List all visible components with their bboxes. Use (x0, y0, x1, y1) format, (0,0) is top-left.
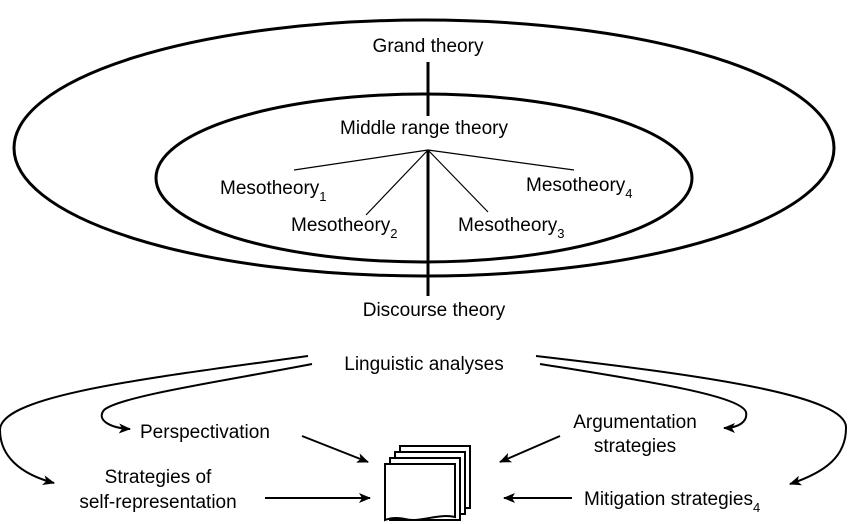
mitigation-strategies-label: Mitigation strategies4 (584, 489, 760, 515)
middle-range-ellipse (154, 92, 694, 264)
argumentation-strategies-label-line1: Argumentation (573, 412, 697, 433)
mesotheory-2-label: Mesotheory2 (291, 215, 398, 241)
self-representation-label-line2: self-representation (79, 492, 236, 513)
mesotheory-4-label: Mesotheory4 (526, 175, 633, 201)
middle-range-theory-label: Middle range theory (340, 118, 508, 139)
curve-to-mitigation (535, 355, 848, 486)
mesotheory-3-subscript: 3 (557, 226, 564, 241)
fan-line-mesotheory-3 (427, 149, 489, 213)
mesotheory-2-subscript: 2 (390, 226, 397, 241)
grand-theory-ellipse (12, 18, 836, 278)
curve-to-perspectivation (100, 363, 313, 434)
arrow-argumentation-to-documents (499, 435, 561, 463)
perspectivation-label: Perspectivation (140, 422, 270, 443)
self-representation-label-line1: Strategies of (105, 467, 212, 488)
mesotheory-1-subscript: 1 (319, 189, 326, 204)
curve-to-self-representation (0, 355, 309, 486)
fan-line-mesotheory-4 (427, 149, 575, 171)
arrow-perspectivation-to-documents (301, 435, 369, 463)
discourse-theory-label: Discourse theory (363, 300, 506, 321)
linguistic-analyses-label: Linguistic analyses (344, 354, 503, 375)
document-stack-icon (384, 445, 471, 522)
mesotheory-3-label: Mesotheory3 (458, 215, 565, 241)
fan-line-mesotheory-1 (293, 149, 429, 171)
fan-line-mesotheory-2 (365, 149, 429, 216)
grand-theory-label: Grand theory (373, 36, 484, 57)
mesotheory-4-subscript: 4 (625, 186, 632, 201)
argumentation-strategies-label-line2: strategies (594, 436, 676, 457)
mesotheory-1-label: Mesotheory1 (220, 178, 327, 204)
mitigation-subscript: 4 (753, 500, 760, 515)
curve-to-argumentation (539, 363, 748, 433)
